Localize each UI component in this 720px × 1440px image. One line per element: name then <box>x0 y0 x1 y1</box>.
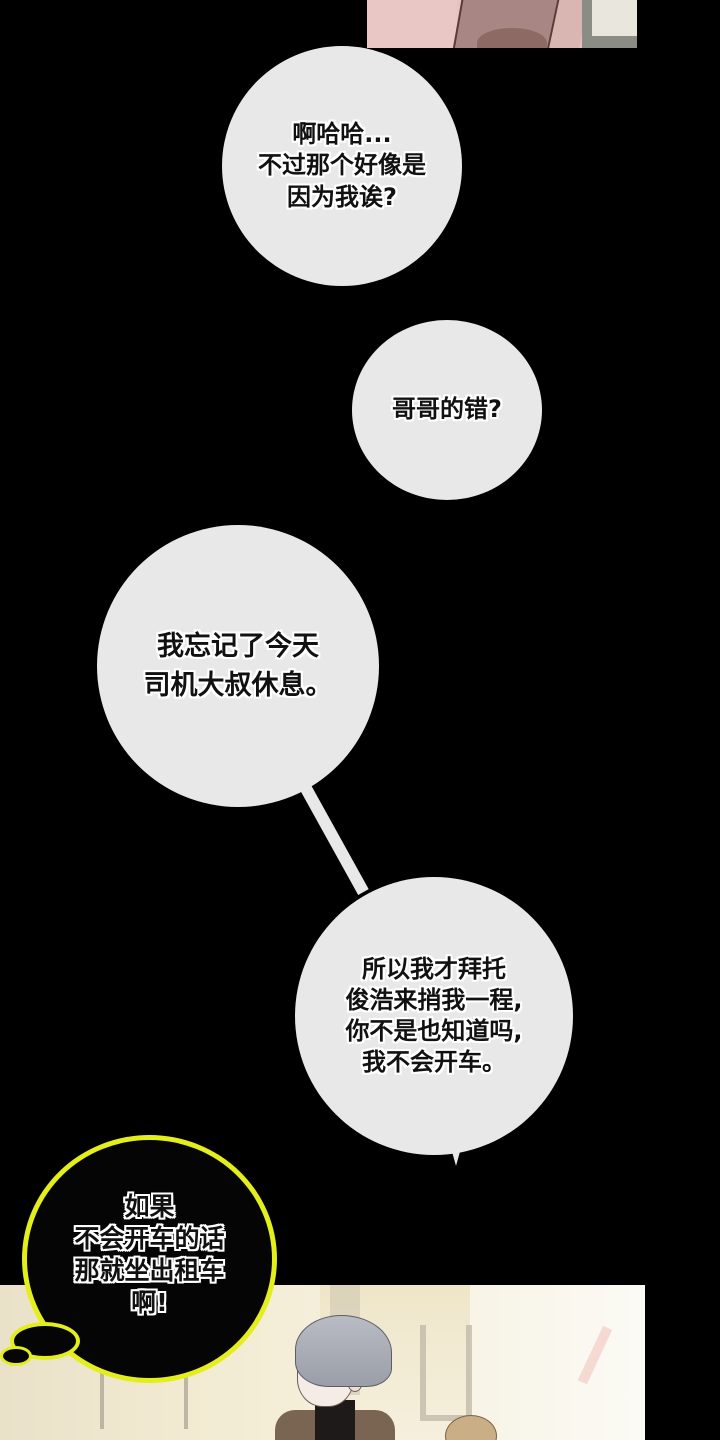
character-hair <box>295 1315 392 1387</box>
top-illustration-panel <box>367 0 637 48</box>
speech-bubble-text: 所以我才拜托 俊浩来捎我一程, 你不是也知道吗, 我不会开车。 <box>345 954 523 1077</box>
bubble-connector-tail <box>300 784 369 895</box>
speech-bubble-4: 所以我才拜托 俊浩来捎我一程, 你不是也知道吗, 我不会开车。 <box>295 877 573 1155</box>
background-chair <box>420 1325 472 1421</box>
speech-bubble-2: 哥哥的错? <box>352 320 542 500</box>
speech-bubble-text: 啊哈哈... 不过那个好像是 因为我诶? <box>258 120 426 211</box>
speech-bubble-text: 哥哥的错? <box>392 395 502 424</box>
thought-bubble-puff-small <box>0 1346 32 1366</box>
speech-bubble-text: 我忘记了今天 司机大叔休息。 <box>143 630 333 701</box>
speech-bubble-1: 啊哈哈... 不过那个好像是 因为我诶? <box>222 46 462 286</box>
panel-shadow-region <box>477 28 547 48</box>
speech-bubble-3: 我忘记了今天 司机大叔休息。 <box>97 525 379 807</box>
panel-skin-region <box>367 0 457 48</box>
background-decoration <box>577 1325 613 1385</box>
character-grey-hair <box>275 1315 395 1440</box>
speech-bubble-tail <box>451 1148 461 1166</box>
panel-window-region <box>592 0 637 36</box>
thought-bubble-text: 如果 不会开车的话 那就坐出租车 啊! <box>74 1192 225 1317</box>
